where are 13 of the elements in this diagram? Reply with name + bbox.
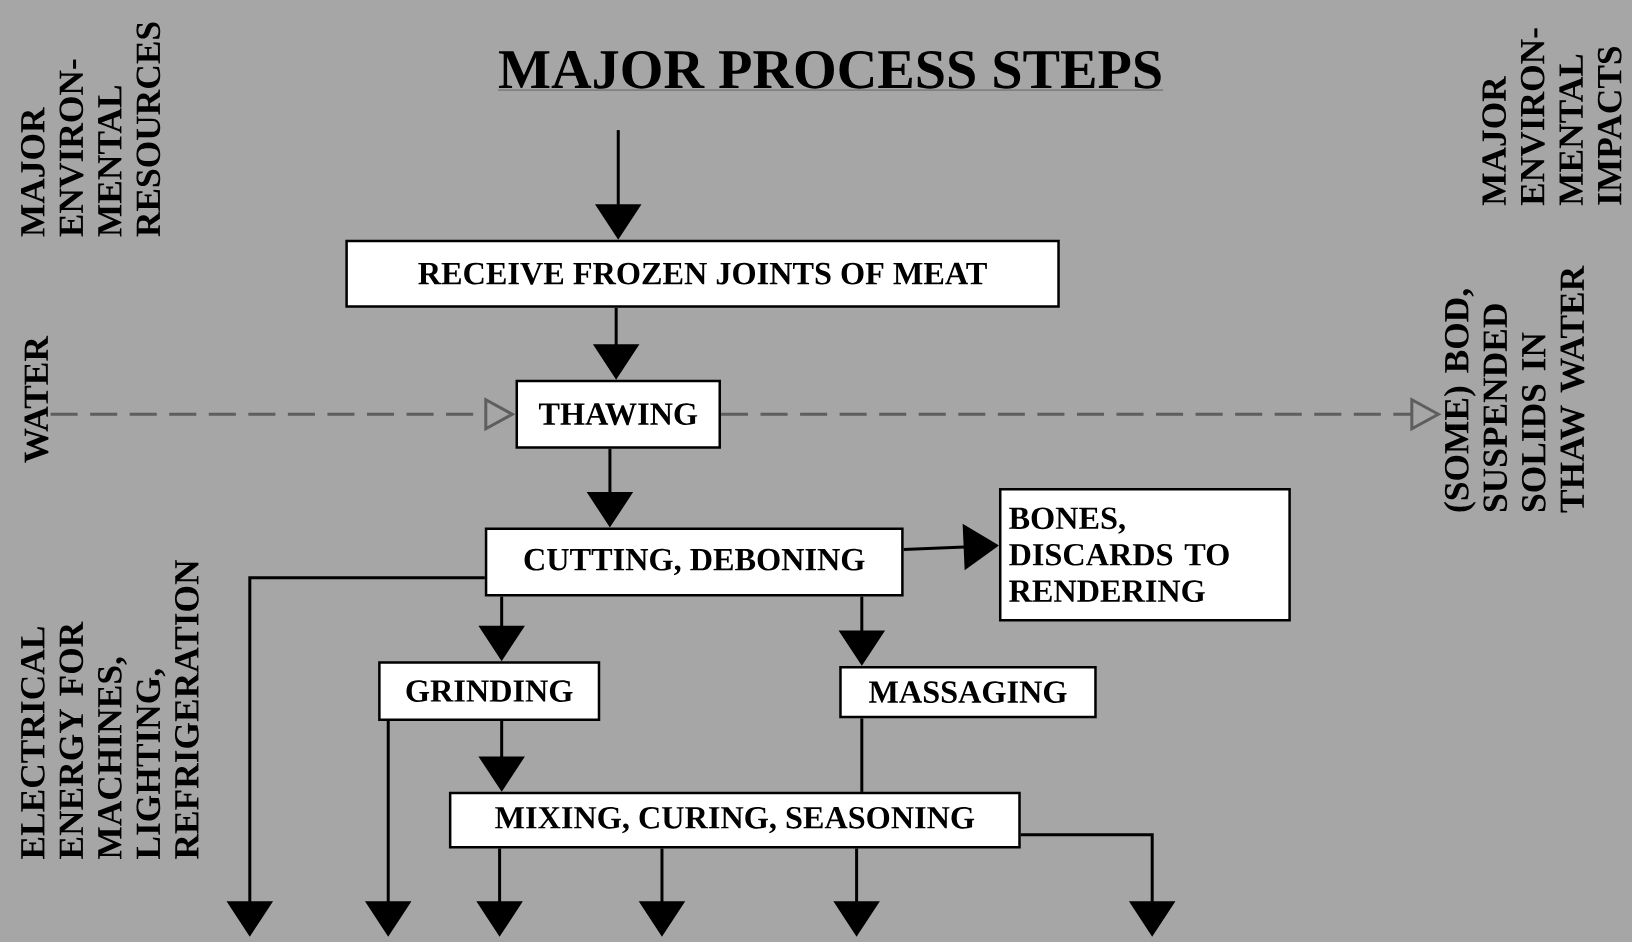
column-heading: MAJOR ENVIRON- MENTAL IMPACTS — [1482, 28, 1622, 206]
column-heading: ELECTRICAL ENERGY FOR MACHINES, LIGHTING, REFRIGERATION — [20, 559, 199, 859]
process-box: MASSAGING — [839, 665, 1097, 719]
output-box: BONES, DISCARDS TO RENDERING — [999, 487, 1291, 622]
process-box: MIXING, CURING, SEASONING — [448, 791, 1021, 849]
process-box: GRINDING — [378, 661, 601, 721]
process-box: CUTTING, DEBONING — [484, 527, 904, 597]
process-box: RECEIVE FROZEN JOINTS OF MEAT — [345, 239, 1060, 308]
title: MAJOR PROCESS STEPS — [497, 50, 1164, 91]
process-box: THAWING — [515, 379, 721, 449]
output-label: (SOME) BOD, SUSPENDED SOLIDS IN THAW WATER — [1443, 265, 1585, 513]
column-heading: MAJOR ENVIRON- MENTAL RESOURCES — [20, 22, 161, 237]
input-label: WATER — [24, 335, 49, 463]
